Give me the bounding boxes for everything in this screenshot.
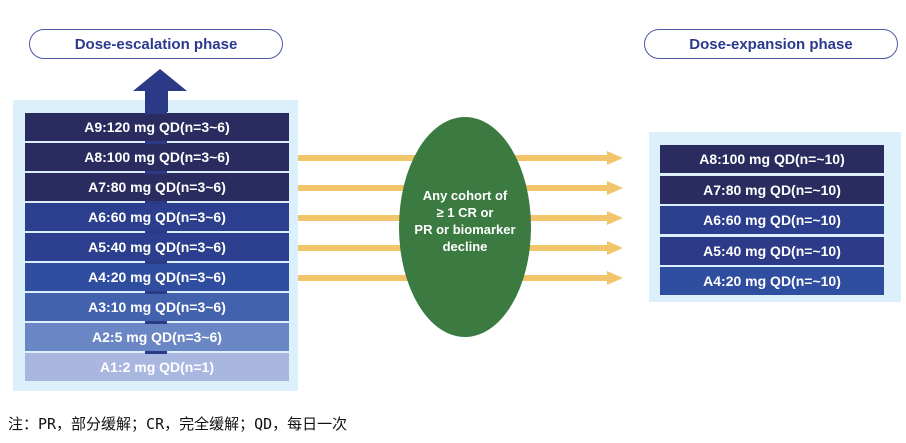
flow-arrow-head-icon: [607, 211, 623, 225]
expansion-cohort-bar: A6:60 mg QD(n=~10): [660, 206, 884, 234]
expansion-cohort-bar: A8:100 mg QD(n=~10): [660, 145, 884, 173]
escalation-cohort-bar: A6:60 mg QD(n=3~6): [25, 203, 289, 231]
flow-arrow-head-icon: [607, 271, 623, 285]
up-arrow-shaft-segment: [145, 231, 167, 234]
escalation-cohort-bar: A3:10 mg QD(n=3~6): [25, 293, 289, 321]
criterion-line: Any cohort of: [422, 188, 508, 203]
escalation-cohort-bar: A9:120 mg QD(n=3~6): [25, 113, 289, 141]
criterion-line: ≥ 1 CR or: [436, 205, 494, 220]
up-arrow-shaft-segment: [145, 351, 167, 354]
escalation-cohort-bar: A2:5 mg QD(n=3~6): [25, 323, 289, 351]
escalation-cohort-bar: A4:20 mg QD(n=3~6): [25, 263, 289, 291]
dose-expansion-title: Dose-expansion phase: [644, 29, 898, 59]
up-arrow-shaft: [145, 90, 167, 114]
up-arrow-shaft-segment: [145, 201, 167, 204]
up-arrow-shaft-segment: [145, 291, 167, 294]
escalation-cohort-bar: A5:40 mg QD(n=3~6): [25, 233, 289, 261]
escalation-cohort-bar: A1:2 mg QD(n=1): [25, 353, 289, 381]
expansion-cohort-bar: A4:20 mg QD(n=~10): [660, 267, 884, 295]
expansion-cohort-bar: A5:40 mg QD(n=~10): [660, 236, 884, 265]
up-arrow-shaft-segment: [145, 141, 167, 144]
flow-arrow-head-icon: [607, 241, 623, 255]
escalation-cohort-bar: A8:100 mg QD(n=3~6): [25, 143, 289, 171]
footnote: 注：PR，部分缓解；CR，完全缓解；QD，每日一次: [8, 415, 348, 433]
criterion-line: PR or biomarker: [414, 222, 516, 237]
escalation-cohort-bar: A7:80 mg QD(n=3~6): [25, 173, 289, 201]
criterion-text: Any cohort of ≥ 1 CR or PR or biomarker …: [395, 187, 535, 255]
expansion-cohort-bar: A7:80 mg QD(n=~10): [660, 175, 884, 204]
up-arrow-shaft-segment: [145, 321, 167, 324]
flow-arrow-head-icon: [607, 181, 623, 195]
up-arrow-shaft-segment: [145, 171, 167, 174]
dose-escalation-title: Dose-escalation phase: [29, 29, 283, 59]
criterion-line: decline: [442, 239, 488, 254]
up-arrow-shaft-segment: [145, 261, 167, 264]
flow-arrow-head-icon: [607, 151, 623, 165]
criterion-ellipse: [399, 117, 531, 337]
